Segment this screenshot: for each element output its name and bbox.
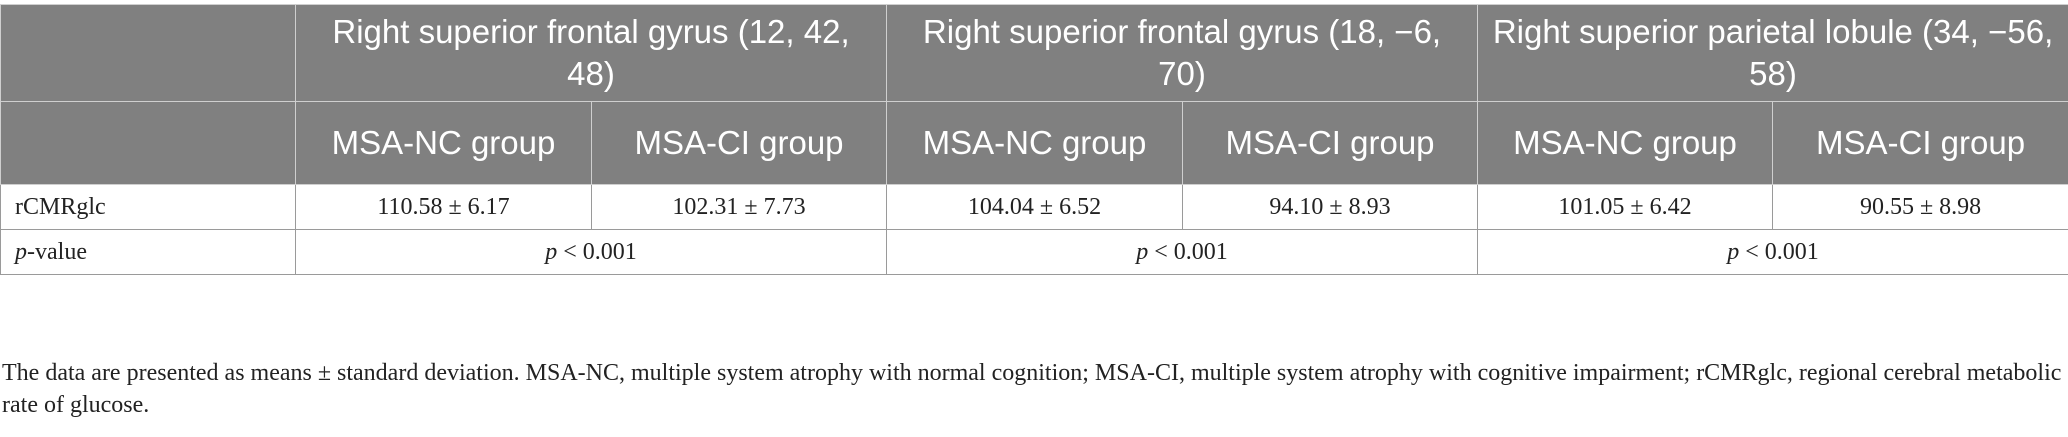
group-header: MSA-NC group xyxy=(886,101,1183,185)
table-cell: 94.10 ± 8.93 xyxy=(1181,184,1479,230)
results-table: Right superior frontal gyrus (12, 42, 48… xyxy=(0,4,2068,275)
group-header: MSA-CI group xyxy=(1181,101,1479,185)
pvalue-text: < 0.001 xyxy=(1148,238,1228,265)
row-label-pvalue: p-value xyxy=(0,229,296,275)
pvalue-cell: p < 0.001 xyxy=(295,229,887,275)
row-label: rCMRglc xyxy=(0,184,296,230)
p-symbol: p xyxy=(1136,238,1149,265)
group-header-row: MSA-NC group MSA-CI group MSA-NC group M… xyxy=(0,101,2068,185)
empty-corner-cell xyxy=(0,4,296,102)
p-symbol: p xyxy=(15,238,27,265)
row-label-suffix: -value xyxy=(27,238,87,265)
table-cell: 90.55 ± 8.98 xyxy=(1772,184,2068,230)
pvalue-cell: p < 0.001 xyxy=(885,229,1479,275)
results-table-container: Right superior frontal gyrus (12, 42, 48… xyxy=(0,4,2068,275)
region-header: Right superior parietal lobule (34, −56,… xyxy=(1477,4,2068,102)
group-header: MSA-NC group xyxy=(295,101,592,185)
region-header-row: Right superior frontal gyrus (12, 42, 48… xyxy=(0,4,2068,102)
table-row-rcmrglc: rCMRglc 110.58 ± 6.17 102.31 ± 7.73 104.… xyxy=(0,184,2068,230)
table-cell: 110.58 ± 6.17 xyxy=(295,184,592,230)
region-header: Right superior frontal gyrus (12, 42, 48… xyxy=(295,4,887,102)
table-cell: 104.04 ± 6.52 xyxy=(886,184,1183,230)
group-header: MSA-CI group xyxy=(591,101,887,185)
table-cell: 101.05 ± 6.42 xyxy=(1477,184,1774,230)
table-row-pvalue: p-value p < 0.001 p < 0.001 p < 0.001 xyxy=(0,229,2068,275)
table-cell: 102.31 ± 7.73 xyxy=(591,184,887,230)
pvalue-text: < 0.001 xyxy=(557,238,637,265)
pvalue-text: < 0.001 xyxy=(1739,238,1819,265)
empty-corner-cell xyxy=(0,101,296,185)
pvalue-cell: p < 0.001 xyxy=(1477,229,2068,275)
p-symbol: p xyxy=(1727,238,1740,265)
group-header: MSA-CI group xyxy=(1772,101,2068,185)
group-header: MSA-NC group xyxy=(1477,101,1774,185)
table-footnote: The data are presented as means ± standa… xyxy=(2,360,2062,418)
p-symbol: p xyxy=(545,238,558,265)
region-header: Right superior frontal gyrus (18, −6, 70… xyxy=(885,4,1479,102)
